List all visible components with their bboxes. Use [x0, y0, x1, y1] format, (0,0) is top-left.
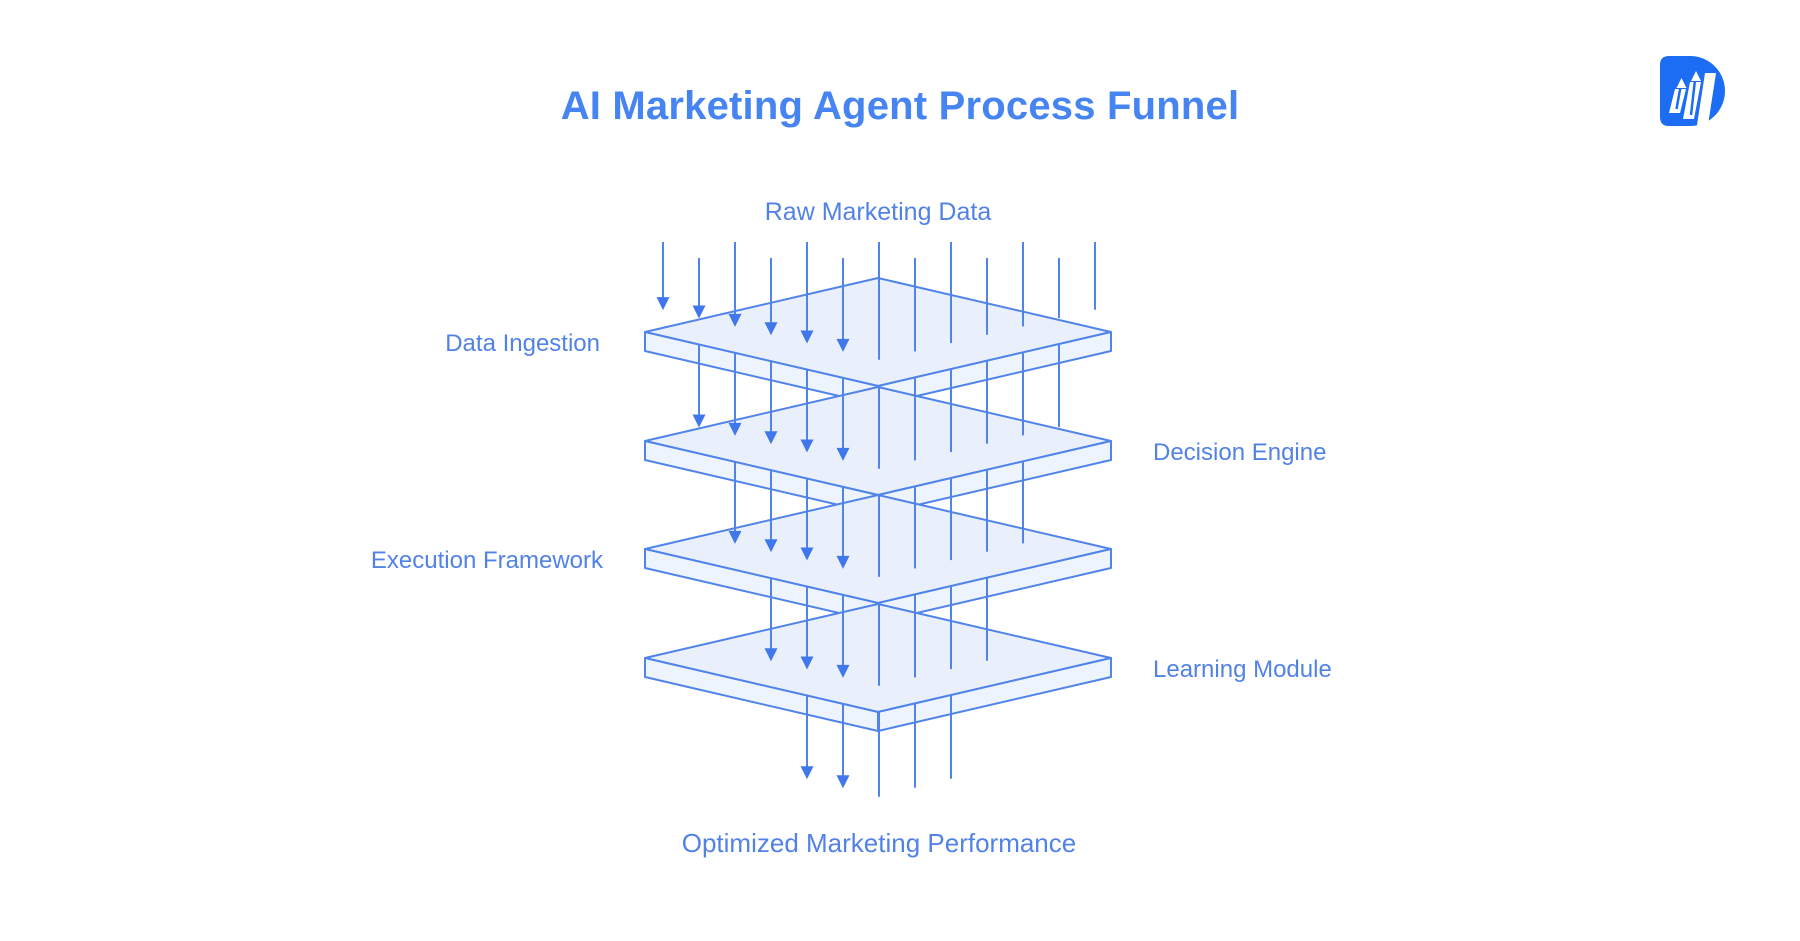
layer-label-decision-engine: Decision Engine [1153, 439, 1327, 466]
flow-arrowhead [728, 422, 742, 436]
flow-arrowhead [764, 539, 778, 553]
flow-arrowhead [764, 322, 778, 336]
logo-bar-3 [1697, 73, 1716, 125]
flow-arrowhead [800, 766, 814, 780]
flow-arrowhead [764, 431, 778, 445]
flow-arrowhead [836, 338, 850, 352]
flow-arrowhead [800, 547, 814, 561]
flow-arrowhead [728, 313, 742, 327]
layer-label-data-ingestion: Data Ingestion [445, 330, 600, 357]
flow-arrowhead [656, 297, 670, 311]
logo-arrowhead-1 [1676, 78, 1687, 88]
logo-arrowhead-2 [1691, 71, 1701, 81]
logo-arrow-stem-1 [1675, 86, 1682, 110]
layer-label-learning-module: Learning Module [1153, 656, 1332, 683]
logo-bars [1669, 71, 1716, 125]
input-label: Raw Marketing Data [764, 198, 992, 226]
flow-arrowhead [800, 330, 814, 344]
bar-chart-d-logo [1660, 56, 1725, 126]
flow-arrowhead [728, 530, 742, 544]
page-title: AI Marketing Agent Process Funnel [560, 84, 1240, 128]
flow-arrowhead [836, 775, 850, 789]
output-label: Optimized Marketing Performance [681, 828, 1077, 858]
flow-arrowhead [800, 439, 814, 453]
flow-arrowhead [800, 656, 814, 670]
flow-arrowhead [836, 447, 850, 461]
flow-arrowhead [836, 555, 850, 569]
layer-label-execution-framework: Execution Framework [370, 547, 603, 574]
flow-arrowhead [836, 664, 850, 678]
flow-arrowhead [764, 648, 778, 662]
flow-arrowhead [692, 414, 706, 428]
logo-arrow-stem-2 [1689, 79, 1697, 116]
flow-arrowhead [692, 305, 706, 319]
